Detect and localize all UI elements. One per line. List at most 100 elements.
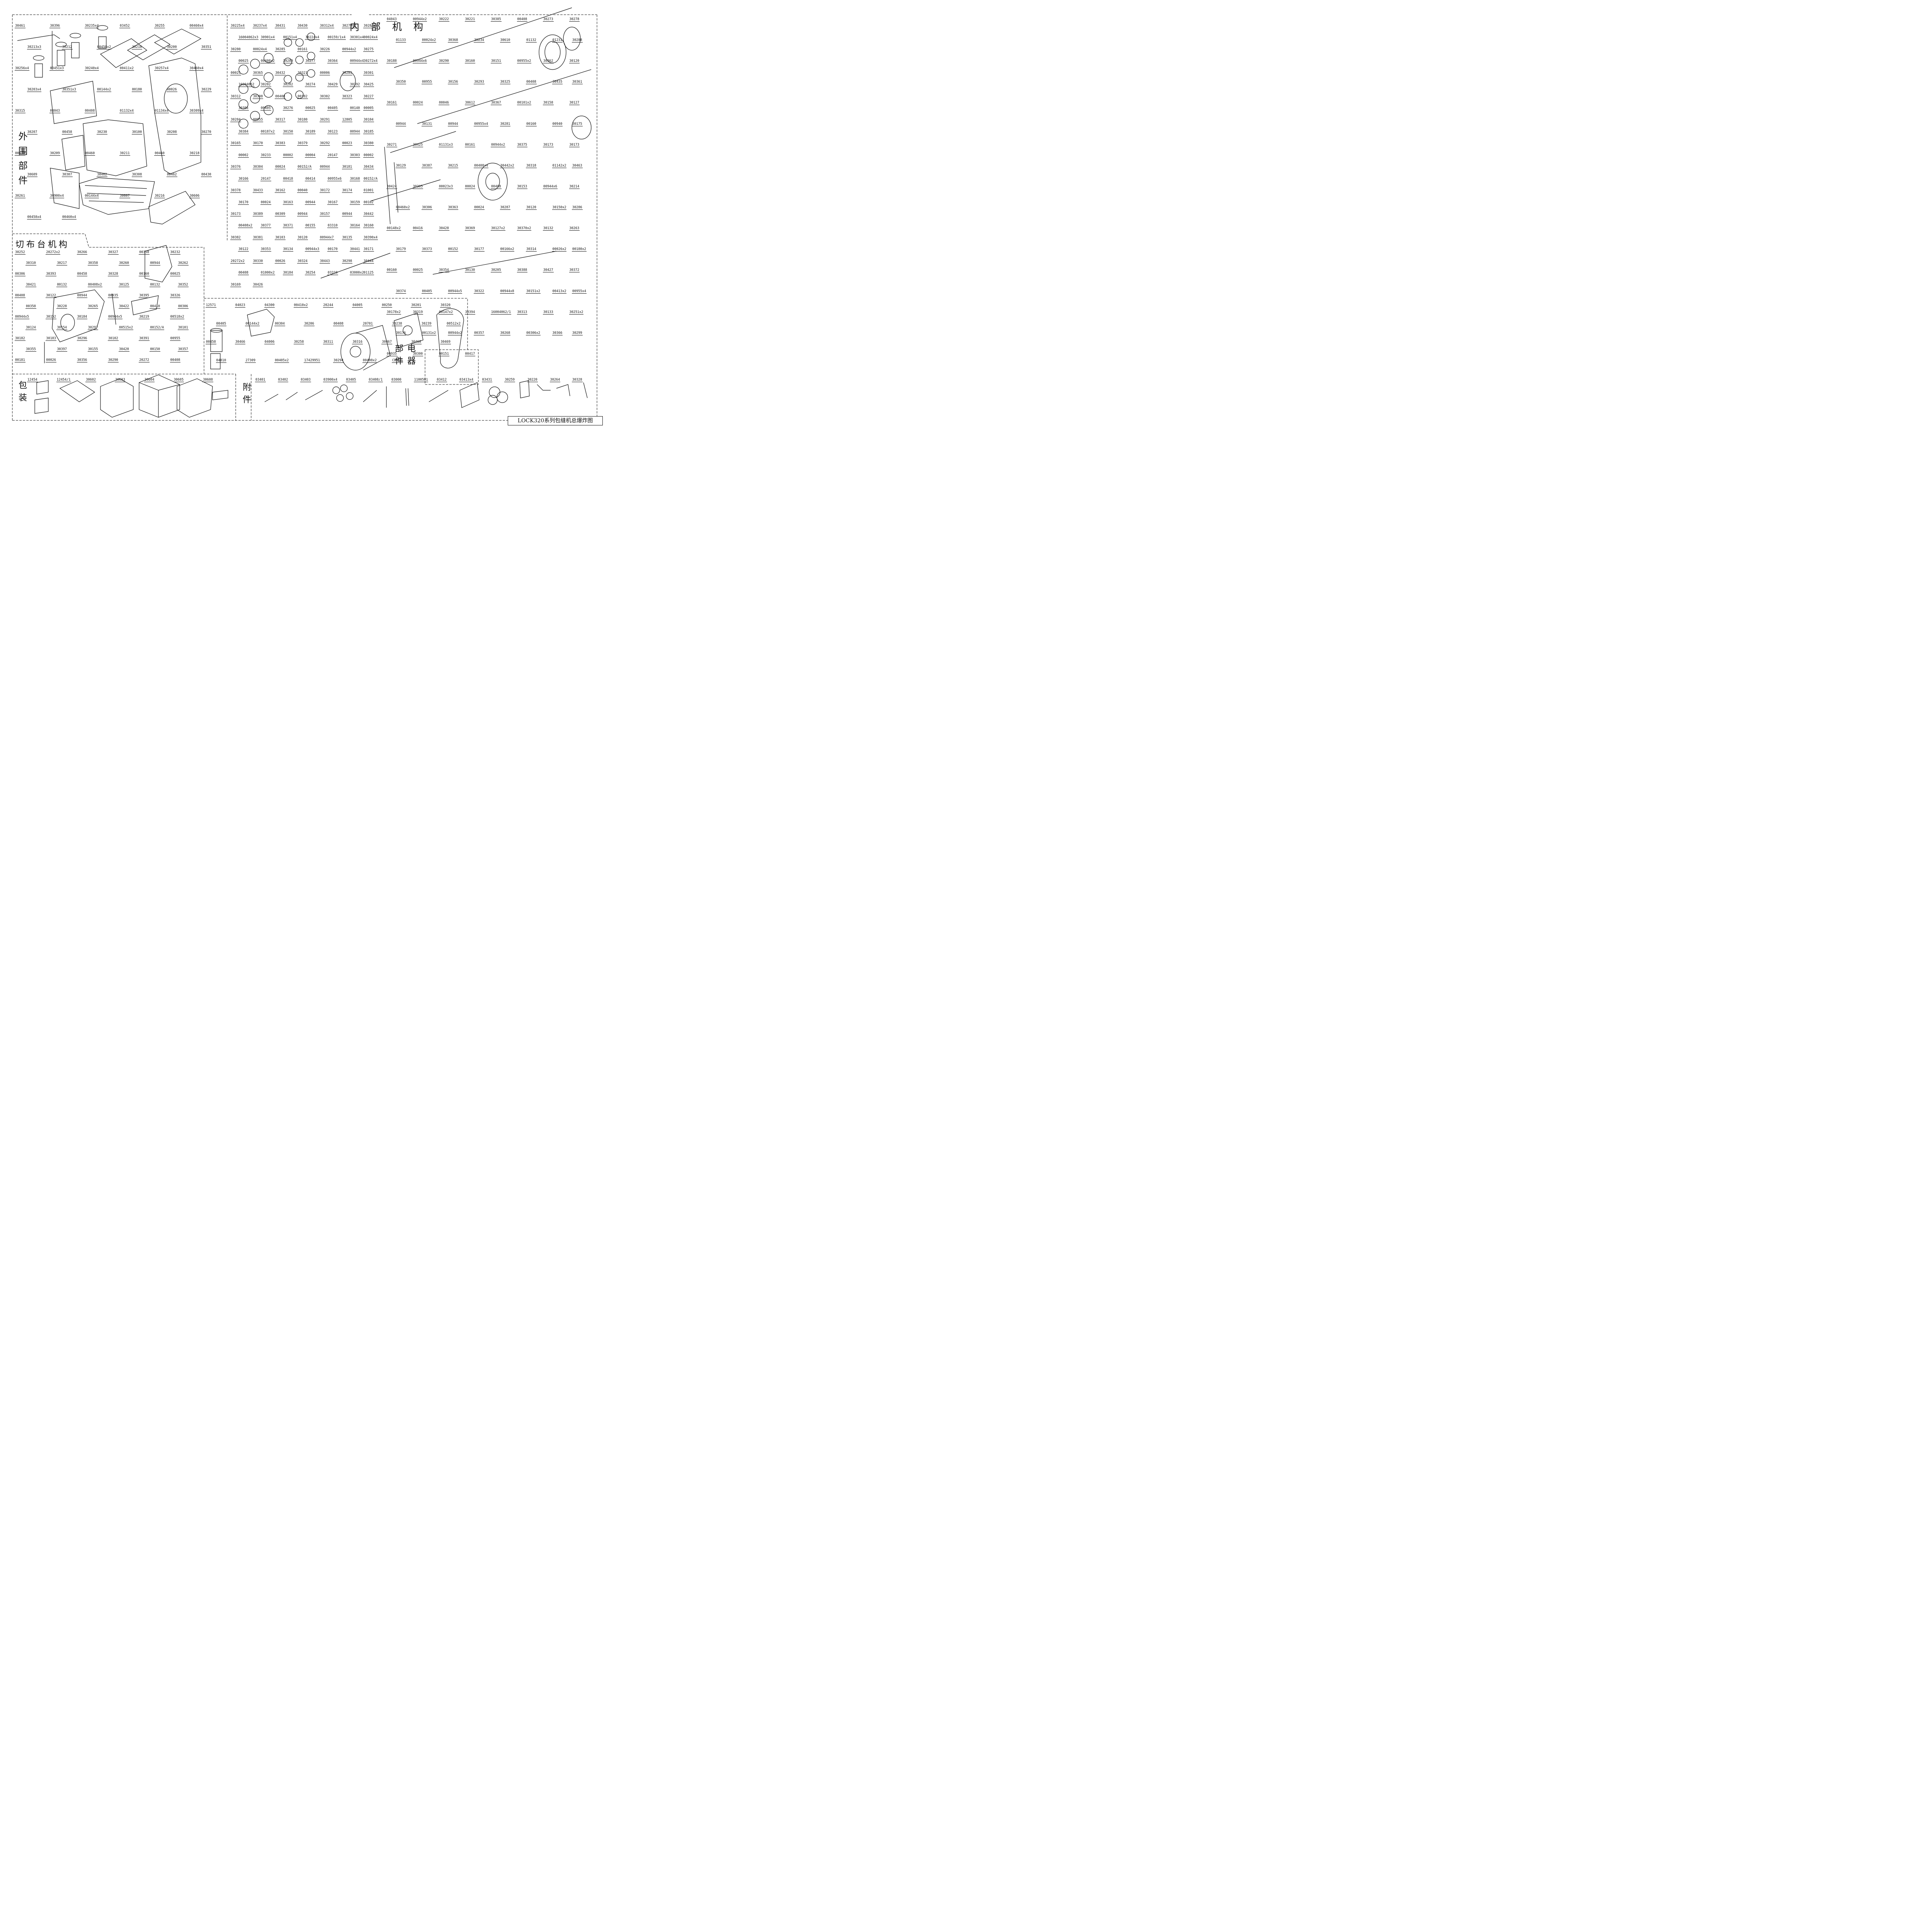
part-number-label: 30373 [422, 247, 432, 252]
part-number-label: 30612 [464, 101, 476, 105]
part-number-label: 00148x2 [386, 226, 401, 231]
part-number-label: 30605 [173, 378, 184, 382]
part-number-label: 30363 [447, 206, 459, 210]
part-number-label: 30277 [305, 59, 316, 64]
part-number-label: 30135 [342, 235, 353, 240]
part-number-label: 30609 [27, 173, 38, 177]
part-number-label: 30420 [119, 347, 129, 352]
part-number-label: 30357 [178, 347, 189, 352]
part-number-label: 30398 [252, 94, 264, 99]
part-number-label: 00944 [395, 122, 406, 126]
part-number-label: 30382 [230, 235, 241, 240]
part-number-label: 30184 [77, 315, 88, 320]
motor-body [355, 325, 391, 371]
part-number-label: 30368 [447, 38, 459, 43]
part-number-label: 00944x6 [412, 59, 427, 64]
part-number-label: 30310 [26, 261, 36, 265]
part-number-label: 00140 [349, 106, 361, 111]
part-number-label: 00935 [108, 293, 119, 298]
part-number-label: 30173 [230, 212, 241, 216]
part-number-label: 30209 [49, 151, 60, 156]
part-number-label: 30182 [15, 337, 26, 341]
part-number-label: 30320 [440, 303, 451, 308]
part-number-label: 30102 [108, 337, 119, 341]
part-number-label: 00944x5 [108, 315, 122, 320]
part-number-label: 30463 [572, 163, 583, 168]
part-number-label: 30365 [252, 71, 264, 75]
part-number-label: 30393 [46, 272, 56, 276]
part-number-label: 00944x2 [412, 17, 427, 22]
part-number-label: 30387 [422, 163, 432, 168]
part-number-label: 30351 [201, 45, 212, 49]
part-number-label: 30255 [154, 24, 165, 28]
part-number-label: 30175 [572, 122, 583, 126]
section-cutting-table: 切布台机构 [15, 240, 70, 250]
part-number-label: 30441 [349, 247, 361, 252]
part-number-label: 01133 [395, 38, 406, 43]
part-number-label: 30124 [26, 326, 36, 330]
part-number-label: 30379 [297, 141, 308, 146]
part-number-label: 30421 [26, 282, 36, 287]
part-number-label: 30263 [569, 226, 580, 231]
part-number-label: 17429951 [304, 358, 321, 363]
part-number-label: 00944x5 [15, 315, 29, 320]
part-number-label: 00024 [474, 206, 485, 210]
part-number-label: 30222 [439, 17, 449, 22]
part-number-label: 00152/A [150, 326, 165, 330]
part-number-label: 00002 [282, 153, 294, 158]
part-number-label: 30214 [569, 184, 580, 189]
part-number-label: 30220 [527, 378, 538, 382]
part-number-label: 30294 [333, 358, 344, 363]
part-number-label: 30434 [363, 165, 374, 170]
part-number-label: 00025 [170, 272, 181, 276]
part-number-label: 00024x4 [252, 47, 267, 52]
part-number-label: 20272 [139, 358, 150, 363]
part-number-label: 30130 [464, 268, 476, 273]
part-number-label: 30353 [260, 247, 271, 252]
part-number-label: 30352 [178, 282, 189, 287]
part-number-label: 30389 [252, 212, 264, 216]
part-number-label: 20272x2 [230, 259, 245, 264]
part-number-label: 00151 [439, 352, 449, 356]
part-number-label: 00004 [305, 153, 316, 158]
part-number-label: 00955 [422, 80, 432, 85]
part-number-label: 12454 [27, 378, 38, 382]
part-number-label: 30259 [504, 378, 515, 382]
part-number-label: 00955x4 [572, 289, 587, 294]
part-number-label: 30276 [282, 106, 294, 111]
part-number-label: 00462 [166, 173, 177, 177]
part-number-label: 01142x2 [552, 163, 567, 168]
part-number-label: 00944 [305, 200, 316, 205]
part-number-label: 30322 [474, 289, 485, 294]
part-number-label: 00944 [349, 129, 361, 134]
part-number-label: 03900x4 [323, 378, 338, 382]
part-number-label: 30291 [319, 118, 330, 122]
part-number-label: 30305 [412, 184, 423, 189]
part-number-label: 30274 [305, 83, 316, 87]
part-number-label: 30358 [87, 261, 99, 265]
part-number-label: 30173 [543, 143, 554, 147]
part-number-label: 30370x2 [517, 226, 532, 231]
part-number-label: 00460x2 [395, 206, 410, 210]
part-number-label: 00131x2 [422, 331, 436, 335]
part-number-label: 00152/A [363, 177, 378, 181]
part-number-label: 00025 [412, 268, 423, 273]
part-number-label: 30395 [139, 293, 150, 298]
part-number-label: 30371 [282, 224, 294, 228]
part-number-label: 00161 [297, 47, 308, 52]
part-number-label: 30177 [474, 247, 485, 252]
part-number-label: 30362 [543, 59, 554, 64]
part-number-label: 00411x2 [119, 66, 134, 71]
part-number-label: 30469 [440, 340, 451, 344]
part-number-label: 00405 [260, 106, 271, 111]
part-number-label: 30256x4 [15, 66, 29, 71]
part-number-label: 30173 [569, 143, 580, 147]
part-number-label: 00024 [412, 101, 423, 105]
part-number-label: 30208 [166, 130, 177, 134]
part-number-label: 01125 [363, 271, 374, 276]
section-accessories: 附件 [241, 383, 251, 407]
part-number-label: 30466 [235, 340, 246, 344]
part-number-label: 30285 [275, 47, 286, 52]
part-number-label: 30170 [252, 141, 264, 146]
part-number-label: 30292 [319, 141, 330, 146]
